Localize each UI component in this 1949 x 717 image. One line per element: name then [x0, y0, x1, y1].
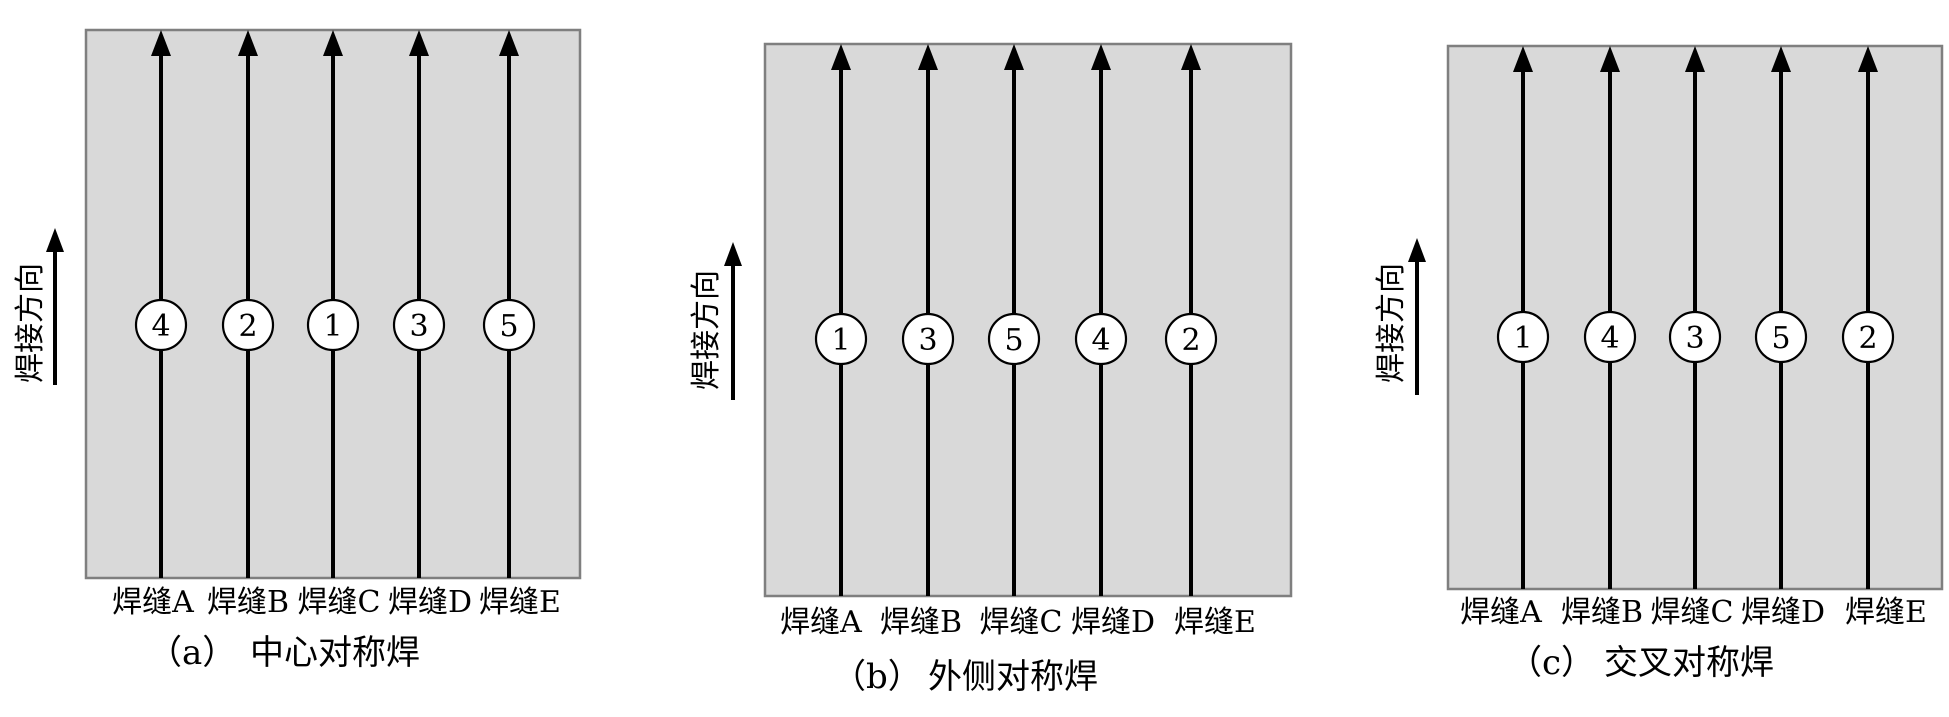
- order-circle: [1164, 312, 1218, 366]
- order-circle: [221, 298, 275, 352]
- seam-label: 焊缝A: [112, 585, 194, 620]
- caption-title: 外侧对称焊: [928, 657, 1098, 697]
- seam-d: 4 焊缝D: [1071, 44, 1155, 640]
- order-number: 3: [1685, 321, 1704, 356]
- order-number: 3: [918, 323, 937, 358]
- welding-direction-indicator: 焊接方向: [13, 228, 64, 385]
- order-number: 1: [831, 323, 850, 358]
- direction-arrow-head-icon: [1408, 238, 1426, 262]
- arrow-head-icon: [918, 44, 938, 70]
- diagram-b: 焊接方向 1 焊缝A 3 焊缝B 5 焊缝C 4: [689, 42, 1293, 697]
- order-circle: [1074, 312, 1128, 366]
- arrow-head-icon: [1091, 44, 1111, 70]
- arrow-head-icon: [1858, 46, 1878, 72]
- caption-title: 中心对称焊: [250, 633, 420, 673]
- seam-b: 4 焊缝B: [1561, 46, 1643, 630]
- arrow-head-icon: [1181, 44, 1201, 70]
- order-circle: [482, 298, 536, 352]
- seam-c: 3 焊缝C: [1651, 46, 1734, 630]
- direction-label: 焊接方向: [13, 263, 48, 383]
- seam-label: 焊缝E: [1174, 605, 1256, 640]
- seam-label: 焊缝C: [980, 605, 1063, 640]
- panel-c-cross-symmetric: 焊接方向 1 焊缝A 4 焊缝B 3 焊缝C 5: [1360, 0, 1949, 717]
- panel-b-outer-symmetric: 焊接方向 1 焊缝A 3 焊缝B 5 焊缝C 4: [670, 0, 1293, 717]
- diagram-c: 焊接方向 1 焊缝A 4 焊缝B 3 焊缝C 5: [1374, 44, 1944, 683]
- arrow-head-icon: [151, 30, 171, 56]
- order-circle: [987, 312, 1041, 366]
- order-circle: [901, 312, 955, 366]
- seam-label: 焊缝D: [388, 585, 472, 620]
- order-circle: [1668, 310, 1722, 364]
- arrow-head-icon: [1771, 46, 1791, 72]
- seam-a: 1 焊缝A: [1460, 46, 1550, 630]
- order-number: 4: [1091, 323, 1110, 358]
- arrow-head-icon: [1685, 46, 1705, 72]
- order-number: 2: [1858, 321, 1877, 356]
- seam-a: 1 焊缝A: [780, 44, 868, 640]
- direction-arrow-head-icon: [46, 228, 64, 252]
- order-number: 1: [1513, 321, 1532, 356]
- order-number: 5: [1771, 321, 1790, 356]
- diagram-a: 焊接方向 4 焊缝A 2 焊缝B 1 焊缝C: [13, 28, 582, 673]
- direction-label: 焊接方向: [1374, 263, 1409, 383]
- seam-label: 焊缝B: [880, 605, 962, 640]
- direction-label: 焊接方向: [689, 270, 724, 390]
- order-circle: [1583, 310, 1637, 364]
- order-circle: [814, 312, 868, 366]
- order-circle: [1754, 310, 1808, 364]
- caption-letter: （c）: [1508, 643, 1595, 683]
- order-circle: [392, 298, 446, 352]
- welding-direction-indicator: 焊接方向: [1374, 238, 1426, 395]
- caption-title: 交叉对称焊: [1604, 643, 1774, 683]
- order-circle: [1496, 310, 1550, 364]
- seam-label: 焊缝E: [1845, 595, 1927, 630]
- seam-d: 5 焊缝D: [1741, 46, 1825, 630]
- seam-label: 焊缝B: [207, 585, 289, 620]
- direction-arrow-head-icon: [724, 242, 742, 266]
- panel-a-center-symmetric: 焊接方向 4 焊缝A 2 焊缝B 1 焊缝C: [0, 0, 600, 717]
- order-number: 5: [499, 309, 518, 344]
- arrow-head-icon: [323, 30, 343, 56]
- arrow-head-icon: [409, 30, 429, 56]
- seam-a: 4 焊缝A: [112, 30, 194, 620]
- seam-label: 焊缝B: [1561, 595, 1643, 630]
- order-circle: [134, 298, 188, 352]
- seam-label: 焊缝D: [1071, 605, 1155, 640]
- seam-e: 2 焊缝E: [1164, 44, 1256, 640]
- order-number: 3: [409, 309, 428, 344]
- arrow-head-icon: [831, 44, 851, 70]
- seam-label: 焊缝A: [1460, 595, 1542, 630]
- arrow-head-icon: [1600, 46, 1620, 72]
- arrow-head-icon: [1004, 44, 1024, 70]
- seam-label: 焊缝D: [1741, 595, 1825, 630]
- seam-d: 3 焊缝D: [388, 30, 472, 620]
- seam-label: 焊缝C: [298, 585, 381, 620]
- order-number: 4: [1600, 321, 1619, 356]
- seam-b: 3 焊缝B: [880, 44, 962, 640]
- order-number: 5: [1004, 323, 1023, 358]
- seam-c: 5 焊缝C: [980, 44, 1063, 640]
- arrow-head-icon: [1513, 46, 1533, 72]
- order-number: 2: [1181, 323, 1200, 358]
- caption-letter: （b）: [832, 657, 922, 697]
- order-number: 1: [323, 309, 342, 344]
- arrow-head-icon: [499, 30, 519, 56]
- welding-direction-indicator: 焊接方向: [689, 242, 742, 400]
- seam-label: 焊缝E: [479, 585, 561, 620]
- order-circle: [1841, 310, 1895, 364]
- seam-e: 2 焊缝E: [1841, 46, 1927, 630]
- order-number: 4: [151, 309, 170, 344]
- caption-letter: （a）: [148, 633, 236, 673]
- arrow-head-icon: [238, 30, 258, 56]
- seam-label: 焊缝C: [1651, 595, 1734, 630]
- seam-c: 1 焊缝C: [298, 30, 381, 620]
- seam-b: 2 焊缝B: [207, 30, 289, 620]
- seam-e: 5 焊缝E: [479, 30, 561, 620]
- order-circle: [306, 298, 360, 352]
- seam-label: 焊缝A: [780, 605, 862, 640]
- order-number: 2: [238, 309, 257, 344]
